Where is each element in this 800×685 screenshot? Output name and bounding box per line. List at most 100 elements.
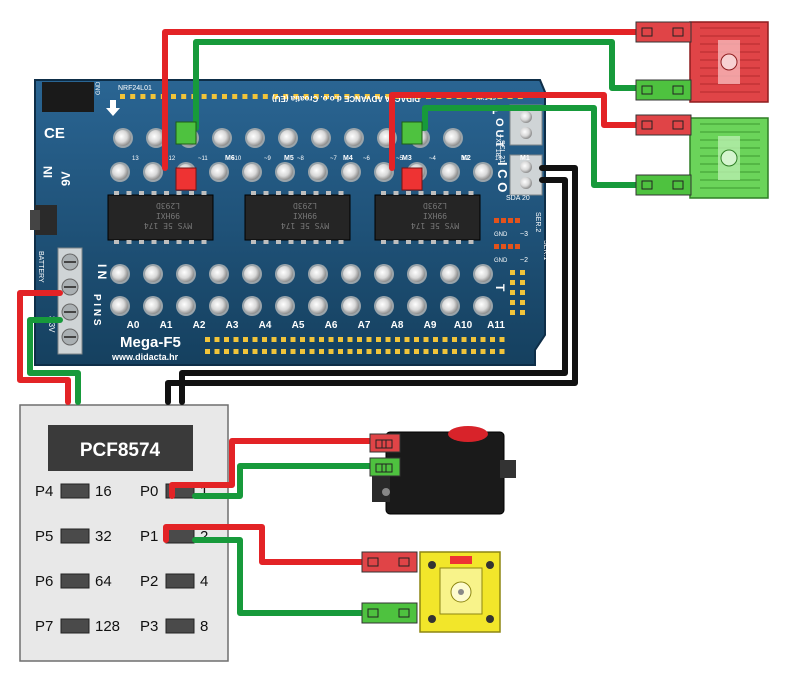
header-hole <box>224 349 229 354</box>
wires <box>17 29 643 616</box>
header-hole <box>233 337 239 342</box>
ser-pin <box>508 244 513 249</box>
pcf-title: PCF8574 <box>80 440 161 461</box>
motor-label: M5 <box>284 155 294 162</box>
header-hole <box>423 349 429 354</box>
pin-label: ~10 <box>231 156 242 162</box>
header-hole <box>490 337 495 342</box>
header-hole <box>338 349 343 354</box>
ser-pin <box>494 244 499 249</box>
header-hole <box>490 349 495 354</box>
header-hole <box>471 337 476 342</box>
header-hole <box>283 94 289 99</box>
red-pin-header <box>401 167 423 191</box>
connector-block <box>635 174 692 196</box>
servo-module <box>419 551 501 633</box>
header-hole <box>201 94 207 99</box>
header-hole <box>290 337 296 342</box>
header-hole <box>309 337 315 342</box>
connector-block <box>635 114 692 136</box>
pcf-port-value: 4 <box>200 573 208 590</box>
header-hole <box>376 337 381 342</box>
connector-block <box>369 433 401 453</box>
connector-block <box>369 457 401 477</box>
header-hole <box>520 270 525 275</box>
header-hole <box>262 349 267 354</box>
l293d-chip <box>374 194 481 241</box>
pcf-port-label: P7 <box>35 618 53 635</box>
pcf-port-value: 16 <box>95 483 112 500</box>
header-hole <box>344 94 350 99</box>
header-hole <box>300 349 305 354</box>
analog-label: A6 <box>325 320 338 331</box>
header-hole <box>499 337 505 342</box>
header-hole <box>510 310 515 315</box>
pcf-port-value: 32 <box>95 528 112 545</box>
header-hole <box>214 337 220 342</box>
pcf-port-pad <box>165 573 195 589</box>
header-hole <box>181 94 187 99</box>
header-hole <box>510 290 515 295</box>
analog-label: A9 <box>424 320 437 331</box>
header-hole <box>433 337 438 342</box>
header-hole <box>433 349 438 354</box>
header-hole <box>130 94 136 99</box>
header-hole <box>211 94 217 99</box>
header-hole <box>385 337 391 342</box>
header-hole <box>271 337 277 342</box>
chip-text: 99HXI <box>293 211 317 220</box>
motor-label: M2 <box>461 155 471 162</box>
header-hole <box>510 300 515 305</box>
v33-label: 3.3V <box>47 316 56 333</box>
tx-label: TX1 18 <box>494 134 501 157</box>
pcf-port-label: P3 <box>140 618 158 635</box>
connector-block <box>361 602 418 624</box>
header-hole <box>499 349 505 354</box>
voltage-label: 9V <box>59 171 73 186</box>
header-hole <box>414 349 419 354</box>
header-hole <box>461 337 467 342</box>
ser-pin <box>508 218 513 223</box>
pin-label: ~11 <box>198 156 208 162</box>
pcf-port-pad <box>60 573 90 589</box>
tilde2-label: ~2 <box>520 257 528 264</box>
header-hole <box>385 94 391 99</box>
header-hole <box>222 94 227 99</box>
in-vertical-label: IN <box>41 166 55 178</box>
analog-label: A3 <box>226 320 239 331</box>
ser-pin <box>501 244 506 249</box>
board-name: Mega-F5 <box>120 334 181 351</box>
analog-label: A4 <box>259 320 272 331</box>
connector-block <box>361 551 418 573</box>
analog-label: A5 <box>292 320 305 331</box>
header-hole <box>480 349 486 354</box>
ser2-label: SER.2 <box>534 212 541 232</box>
header-hole <box>366 337 372 342</box>
battery-label: BATTERY <box>37 251 44 283</box>
board-url: www.didacta.hr <box>111 352 179 362</box>
analog-label: A10 <box>454 320 473 331</box>
header-hole <box>480 337 486 342</box>
header-hole <box>214 349 220 354</box>
header-hole <box>242 94 248 99</box>
t-label: T <box>493 284 507 292</box>
sda-label: SDA 20 <box>506 195 530 202</box>
header-hole <box>404 349 410 354</box>
pcf-port-label: P0 <box>140 483 158 500</box>
header-hole <box>357 349 362 354</box>
l293d-chip <box>244 194 351 241</box>
chip-text: MYS 5E 174 <box>281 221 329 230</box>
header-hole <box>471 349 476 354</box>
header-hole <box>232 94 238 99</box>
header-hole <box>262 337 267 342</box>
analog-label: A1 <box>160 320 173 331</box>
pcf-port-label: P6 <box>35 573 53 590</box>
header-hole <box>224 337 229 342</box>
header-hole <box>262 94 268 99</box>
header-hole <box>281 337 286 342</box>
pin-label: ~6 <box>363 156 371 162</box>
header-hole <box>442 349 448 354</box>
nrf-label: NRF24L01 <box>118 85 152 92</box>
ser-pin <box>501 218 506 223</box>
red-led-module <box>689 21 769 103</box>
